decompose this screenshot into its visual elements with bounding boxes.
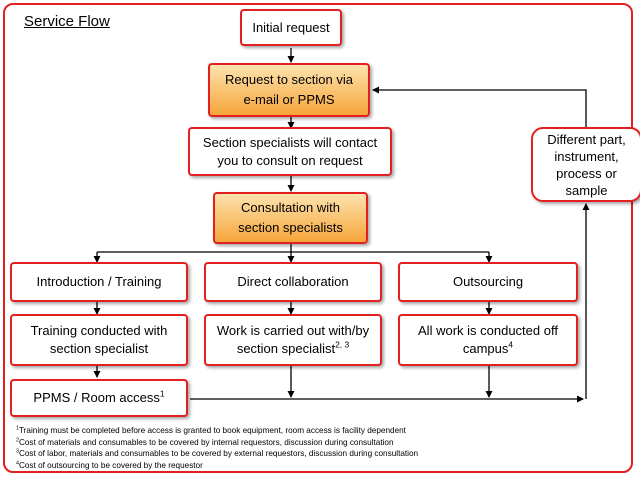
diagram-title: Service Flow: [24, 13, 110, 30]
specialists-contact-box: Section specialists will contact you to …: [188, 127, 392, 176]
request-to-section-box: Request to section via e-mail or PPMS: [208, 63, 370, 117]
connector-consultation-split: [97, 244, 489, 253]
training-detail-box: Training conducted with section speciali…: [10, 314, 188, 366]
room-access-footnote-ref: 1: [159, 388, 165, 399]
initial-request-label: Initial request: [252, 19, 330, 35]
outsourcing-detail-label: All work is conducted off campus: [418, 323, 558, 356]
room-access-label: PPMS / Room access: [33, 390, 160, 405]
outsourcing-header-box: Outsourcing: [398, 262, 578, 302]
collaboration-detail-text: Work is carried out with/by section spec…: [214, 322, 372, 358]
outsourcing-detail-text: All work is conducted off campus4: [418, 322, 558, 358]
training-header-box: Introduction / Training: [10, 262, 188, 302]
footnote-4: 4Cost of outsourcing to be covered by th…: [16, 460, 203, 470]
footnote-2: 2Cost of materials and consumables to be…: [16, 436, 394, 447]
arrow-loop-back: [372, 86, 587, 127]
outsourcing-footnote-ref: 4: [508, 339, 514, 350]
initial-request-box: Initial request: [240, 9, 342, 46]
collaboration-header-box: Direct collaboration: [204, 262, 382, 302]
room-access-box: PPMS / Room access1: [10, 379, 188, 417]
outer-frame: [3, 3, 633, 473]
footnotes: 1Training must be completed before acces…: [16, 425, 418, 471]
consultation-box: Consultation with section specialists: [213, 192, 368, 244]
outsourcing-detail-box: All work is conducted off campus4: [398, 314, 578, 366]
training-header-label: Introduction / Training: [36, 274, 162, 289]
different-part-box: Different part, instrument, process or s…: [531, 127, 640, 202]
footnote-3: 3Cost of labor, materials and consumable…: [16, 448, 419, 459]
room-access-text: PPMS / Room access1: [33, 389, 164, 407]
consultation-label: Consultation with section specialists: [238, 200, 343, 235]
collaboration-footnote-ref: 2, 3: [335, 339, 350, 350]
request-to-section-label: Request to section via e-mail or PPMS: [225, 72, 353, 107]
outsourcing-header-label: Outsourcing: [452, 274, 524, 289]
specialists-contact-label: Section specialists will contact you to …: [202, 134, 378, 168]
collaboration-detail-box: Work is carried out with/by section spec…: [204, 314, 382, 366]
training-detail-label: Training conducted with section speciali…: [30, 323, 168, 356]
collaboration-header-label: Direct collaboration: [237, 274, 349, 289]
footnote-1: 1Training must be completed before acces…: [16, 425, 406, 435]
collaboration-detail-label: Work is carried out with/by section spec…: [216, 323, 370, 356]
different-part-label: Different part, instrument, process or s…: [547, 131, 626, 198]
